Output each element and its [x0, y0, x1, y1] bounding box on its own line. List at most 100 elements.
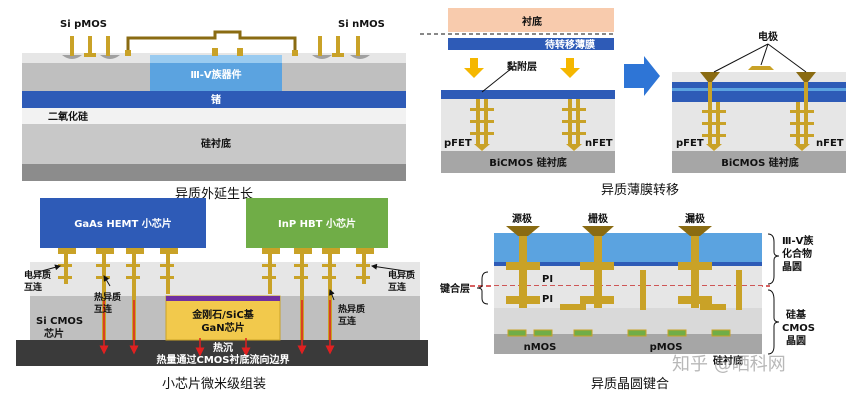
- pi-top-label: PI: [542, 274, 553, 285]
- top-substrate: [448, 8, 614, 32]
- electrode-pointer-left: [713, 43, 769, 73]
- panel4-caption: 异质晶圆键合: [591, 377, 669, 392]
- right-electrode-right: [796, 72, 816, 82]
- nmos-label: nMOS: [524, 342, 557, 353]
- electrode-pointer-center: [760, 43, 769, 66]
- sio2-layer: [22, 107, 406, 124]
- gaas-label: GaAs HEMT 小芯片: [74, 217, 172, 230]
- bond-layer-label: 键合层: [439, 282, 470, 295]
- ge-label: 锗: [211, 93, 221, 106]
- gan-label-1: 金刚石/SiC基: [191, 308, 255, 321]
- heat-sink: [16, 340, 428, 366]
- adhesion-label: 黏附层: [507, 60, 537, 73]
- chiplet-interconnects: [58, 248, 374, 340]
- heat-pointer-right: [329, 289, 335, 301]
- nmos-contacts: [312, 36, 370, 59]
- right-nfet-stack: [790, 82, 814, 151]
- film-to-transfer: [448, 38, 614, 50]
- heatflow-label: 热量通过CMOS衬底流向边界: [157, 353, 290, 366]
- adhesion-pointer: [481, 67, 513, 93]
- pmos-label: pMOS: [650, 342, 683, 353]
- film-label: 待转移薄膜: [545, 38, 595, 51]
- transistor-pads: [507, 329, 731, 337]
- left-pfet-label: pFET: [444, 138, 472, 149]
- right-pfet-label: pFET: [676, 138, 704, 149]
- iii-v-brace: [767, 233, 780, 285]
- inp-chiplet: [246, 198, 388, 248]
- right-device-layer: [672, 102, 846, 151]
- elec-left-label-1: 电异质: [24, 269, 51, 281]
- adhesion-layer: [441, 90, 615, 99]
- ge-layer: [22, 91, 406, 108]
- panel3-caption: 小芯片微米级组装: [162, 377, 266, 392]
- sicmos-label-2: 芯片: [44, 327, 64, 340]
- top-substrate-label: 衬底: [522, 15, 542, 28]
- panel-wafer-bonding: 源极 栅极 漏极 Ⅲ-Ⅴ族 化合物 晶圆 键合层 PI PI 硅基 CMOS 晶…: [439, 212, 815, 392]
- transfer-arrow: [624, 56, 660, 96]
- iii-v-device-top: [150, 55, 282, 63]
- left-pfet-stack: [470, 99, 494, 151]
- heat-right-label-1: 热异质: [338, 303, 365, 315]
- pmos-contacts: [62, 36, 120, 59]
- elec-right-label-1: 电异质: [388, 269, 415, 281]
- elec-left-label-2: 互连: [24, 281, 43, 293]
- silicon-substrate-layer: [22, 122, 406, 164]
- bond-brace: [476, 271, 489, 305]
- right-electrode-left: [700, 72, 720, 82]
- right-bicmos-label: BiCMOS 硅衬底: [721, 156, 799, 169]
- iii-v-device-label: Ⅲ-Ⅴ族器件: [190, 68, 241, 81]
- right-film-layer: [672, 82, 846, 102]
- down-arrow-right: [560, 58, 580, 78]
- right-top-layer: [672, 72, 846, 82]
- pi-bottom-label: PI: [542, 294, 553, 305]
- iii-v-wafer: [494, 233, 762, 265]
- heat-right-label-2: 互连: [338, 315, 357, 327]
- inp-label: InP HBT 小芯片: [278, 217, 356, 230]
- panel2-caption: 异质薄膜转移: [601, 183, 679, 198]
- sicmos-label-1: Si CMOS: [36, 316, 83, 327]
- heatsink-label: 热沉: [213, 341, 233, 354]
- gate-label: 栅极: [588, 212, 609, 225]
- right-bicmos-substrate: [672, 151, 846, 173]
- left-nfet-label: nFET: [585, 138, 613, 149]
- drain-label: 漏极: [685, 212, 706, 225]
- panel-film-transfer: 衬底 待转移薄膜 黏附层 pFET nFET BiCMOS 硅衬底: [420, 8, 846, 198]
- heat-left-label-2: 互连: [94, 303, 113, 315]
- iii-v-label-2: 化合物: [782, 247, 812, 260]
- si-label-2: CMOS: [782, 323, 815, 334]
- elec-pointer-left: [37, 264, 61, 273]
- electrode-pointer-right: [767, 43, 807, 73]
- down-arrow-left: [464, 58, 484, 78]
- right-electrode-center: [748, 66, 774, 70]
- panel-chiplet-assembly: GaAs HEMT 小芯片 InP HBT 小芯片 电异质 互连 电异质 互连 …: [16, 198, 428, 392]
- elec-pointer-right: [371, 263, 413, 273]
- right-nfet-label: nFET: [816, 138, 844, 149]
- heat-pointer-left: [103, 275, 111, 287]
- left-bicmos-label: BiCMOS 硅衬底: [489, 156, 567, 169]
- cmos-substrate: [494, 334, 762, 354]
- gaas-chiplet: [40, 198, 206, 248]
- left-bicmos-substrate: [441, 151, 615, 173]
- sio2-label: 二氧化硅: [48, 110, 88, 123]
- bond-interconnects: [506, 236, 742, 310]
- heat-flow-arrows: [99, 300, 335, 357]
- elec-right-label-2: 互连: [388, 281, 407, 293]
- si-label-1: 硅基: [786, 308, 807, 321]
- source-label: 源极: [512, 212, 533, 225]
- interposer-layer: [30, 262, 420, 296]
- nmos-label: Si nMOS: [338, 19, 385, 30]
- panel-heteroepitaxy: Si pMOS Si nMOS Ⅲ-Ⅴ族器件 锗 二氧化硅 硅衬底 异质外延生长: [22, 19, 406, 202]
- left-nfet-stack: [562, 99, 586, 151]
- iii-v-label-1: Ⅲ-Ⅴ族: [782, 234, 814, 247]
- substrate-label: 硅衬底: [201, 137, 231, 150]
- electrode-label: 电极: [758, 30, 779, 43]
- pmos-label: Si pMOS: [60, 19, 107, 30]
- left-device-layer: [441, 99, 615, 151]
- right-pfet-stack: [702, 82, 726, 151]
- top-electrodes: [506, 226, 712, 236]
- heat-left-label-1: 热异质: [94, 291, 121, 303]
- substrate-bottom: [22, 163, 406, 181]
- si-cmos-brace: [767, 289, 780, 355]
- gan-top-layer: [166, 296, 280, 301]
- watermark: 知乎 @晒科网: [672, 354, 786, 375]
